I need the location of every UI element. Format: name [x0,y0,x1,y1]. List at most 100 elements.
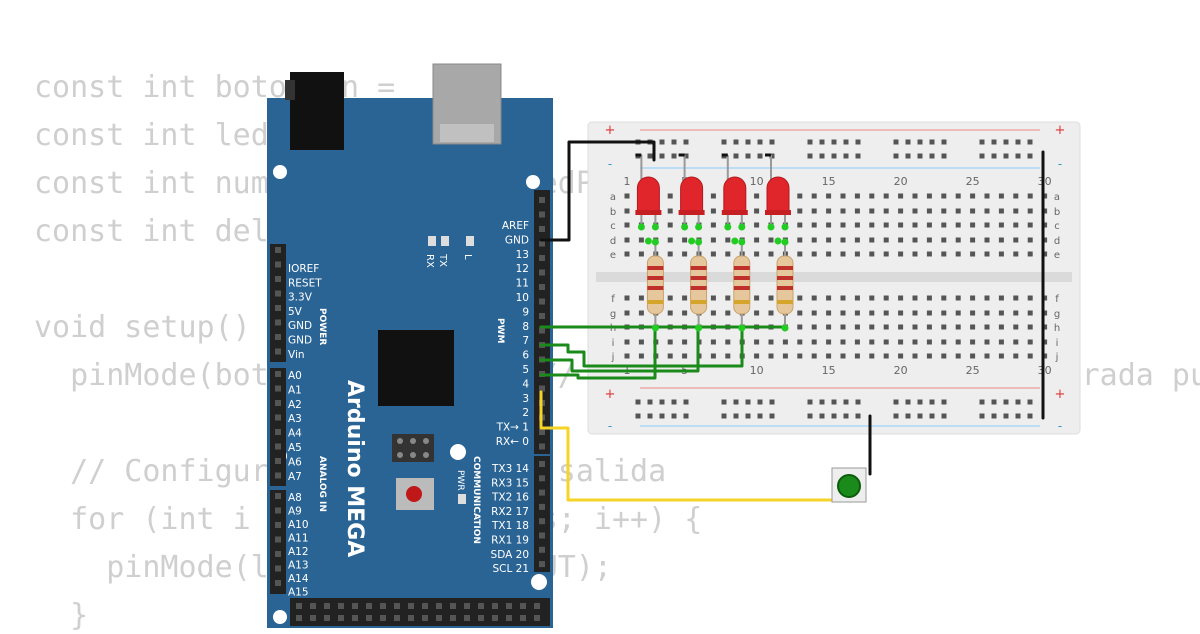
rail-hole [647,399,653,405]
breadboard-hole [682,237,688,243]
header-pin [422,603,428,609]
header-pin [338,603,344,609]
breadboard-hole [1013,353,1019,359]
breadboard-hole [998,193,1004,199]
rail-hole [659,153,665,159]
row-letter: i [1056,338,1059,349]
rail-hole [659,413,665,419]
breadboard-hole [797,251,803,257]
rail-hole [831,139,837,145]
breadboard-hole [998,310,1004,316]
resistor [690,238,708,332]
breadboard-hole [955,324,961,330]
column-number: 15 [822,175,836,188]
power-pin-label: RESET [288,277,322,289]
digital-pin-label: 8 [522,321,529,333]
breadboard-hole [941,208,947,214]
header-pin [366,603,372,609]
breadboard-hole [667,295,673,301]
column-number: 15 [822,364,836,377]
header-pin [539,546,545,553]
breadboard-hole [883,310,889,316]
rail-hole [807,413,813,419]
breadboard-hole [854,251,860,257]
digital-pin-label: 12 [516,263,529,275]
breadboard-hole [638,339,644,345]
analog-pin-label: A2 [288,399,302,411]
rail-hole [905,413,911,419]
row-letter: f [611,294,615,305]
header-pin [310,603,316,609]
digital-pin-label: 9 [522,306,529,318]
rail-hole [745,399,751,405]
header-pin [394,615,400,621]
digital-pin-label: 7 [522,335,529,347]
comm-pin-label: TX3 14 [491,463,529,475]
digital-pin-label: RX← 0 [496,436,529,448]
breadboard-hole [941,339,947,345]
pushbutton [831,467,867,503]
breadboard-hole [926,237,932,243]
breadboard-hole [840,339,846,345]
breadboard-hole [898,295,904,301]
rail-hole [893,413,899,419]
rail-hole [721,413,727,419]
header-pin [478,615,484,621]
breadboard-hole [754,353,760,359]
breadboard-hole [682,339,688,345]
analog-pin-label: A5 [288,442,302,454]
header-pin [539,197,545,203]
comm-pin-label: RX1 19 [491,535,529,547]
rail-hole [917,399,923,405]
row-letter: b [610,207,616,218]
header-pin [394,603,400,609]
rail-hole [843,153,849,159]
power-pin-label: 3.3V [288,292,313,304]
column-number: 20 [894,175,908,188]
breadboard-hole [725,353,731,359]
rail-hole [807,399,813,405]
arduino-mega-board: IOREFRESET3.3V5VGNDGNDVinA0A1A2A3A4A5A6A… [267,63,553,628]
rail-hole [1003,139,1009,145]
header-pin [275,472,281,479]
breadboard-hole [768,310,774,316]
mcu-chip [378,330,454,406]
header-pin [324,603,330,609]
analog-pin-label: A14 [288,573,309,585]
breadboard-hole [811,339,817,345]
row-letter: e [1054,250,1060,261]
header-pin [275,290,281,297]
rail-minus-label: - [608,157,612,171]
breadboard-hole [840,193,846,199]
header-pin [539,461,545,467]
breadboard-hole [898,310,904,316]
breadboard-hole [955,295,961,301]
breadboard-hole [998,251,1004,257]
rail-hole [757,413,763,419]
rail-hole [893,153,899,159]
row-letter: e [610,250,616,261]
header-pin [436,615,442,621]
breadboard-hole [998,353,1004,359]
header-pin [450,603,456,609]
rail-hole [1003,153,1009,159]
header-pin [539,284,545,290]
rail-hole [659,139,665,145]
breadboard-hole [912,295,918,301]
rail-hole [819,399,825,405]
rail-hole [941,413,947,419]
breadboard-hole [1027,208,1033,214]
breadboard-hole [869,324,875,330]
rail-hole [929,153,935,159]
breadboard-hole [1027,193,1033,199]
breadboard-hole [826,295,832,301]
breadboard-hole [826,353,832,359]
analog-pin-label: A6 [288,456,302,468]
rail-hole [941,139,947,145]
breadboard-hole [926,251,932,257]
breadboard-hole [984,353,990,359]
header-pin [539,429,545,435]
breadboard-hole [912,237,918,243]
row-letter: g [1054,309,1060,320]
